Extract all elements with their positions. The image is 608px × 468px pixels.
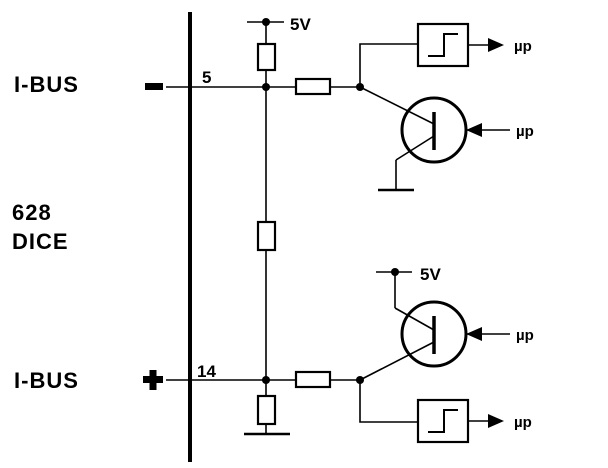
device-name-line1: 628 (12, 200, 52, 225)
series-resistor-top (294, 77, 332, 96)
pulldown-resistor (256, 394, 277, 426)
node-bottom (262, 376, 270, 384)
node-top (262, 83, 270, 91)
schmitt-symbol-top-icon (428, 33, 458, 57)
pin-5-label: 5 (202, 68, 211, 87)
transistor-top-emitter (395, 135, 435, 161)
ibus-plus-label: I-BUS (14, 368, 79, 393)
mp-label-transistor-top: µp (516, 123, 534, 140)
arrow-transistor-top-icon (466, 123, 482, 137)
device-name-line2: DICE (12, 229, 69, 254)
middle-resistor (256, 220, 277, 252)
top-schmitt-wire (359, 43, 418, 87)
mp-label-schmitt-bottom: µp (514, 414, 532, 431)
pin-14-label: 14 (197, 362, 216, 381)
arrow-schmitt-bottom-icon (488, 414, 504, 428)
plus-sign-icon (143, 370, 163, 390)
bottom-schmitt-wire (359, 380, 418, 423)
supply-top-label: 5V (290, 15, 311, 34)
arrow-transistor-bottom-icon (466, 327, 482, 341)
mp-label-schmitt-top: µp (514, 38, 532, 55)
pullup-resistor (256, 42, 277, 72)
schmitt-symbol-bottom-icon (428, 409, 458, 433)
ibus-minus-label: I-BUS (14, 72, 79, 97)
minus-sign-icon (145, 83, 163, 90)
arrow-schmitt-top-icon (488, 38, 504, 52)
transistor-bottom-emitter (359, 341, 435, 381)
series-resistor-bottom (294, 370, 332, 389)
transistor-top-collector (359, 86, 435, 125)
supply-bottom-label: 5V (420, 265, 441, 284)
transistor-bottom-collector (394, 307, 435, 331)
mp-label-transistor-bottom: µp (516, 327, 534, 344)
